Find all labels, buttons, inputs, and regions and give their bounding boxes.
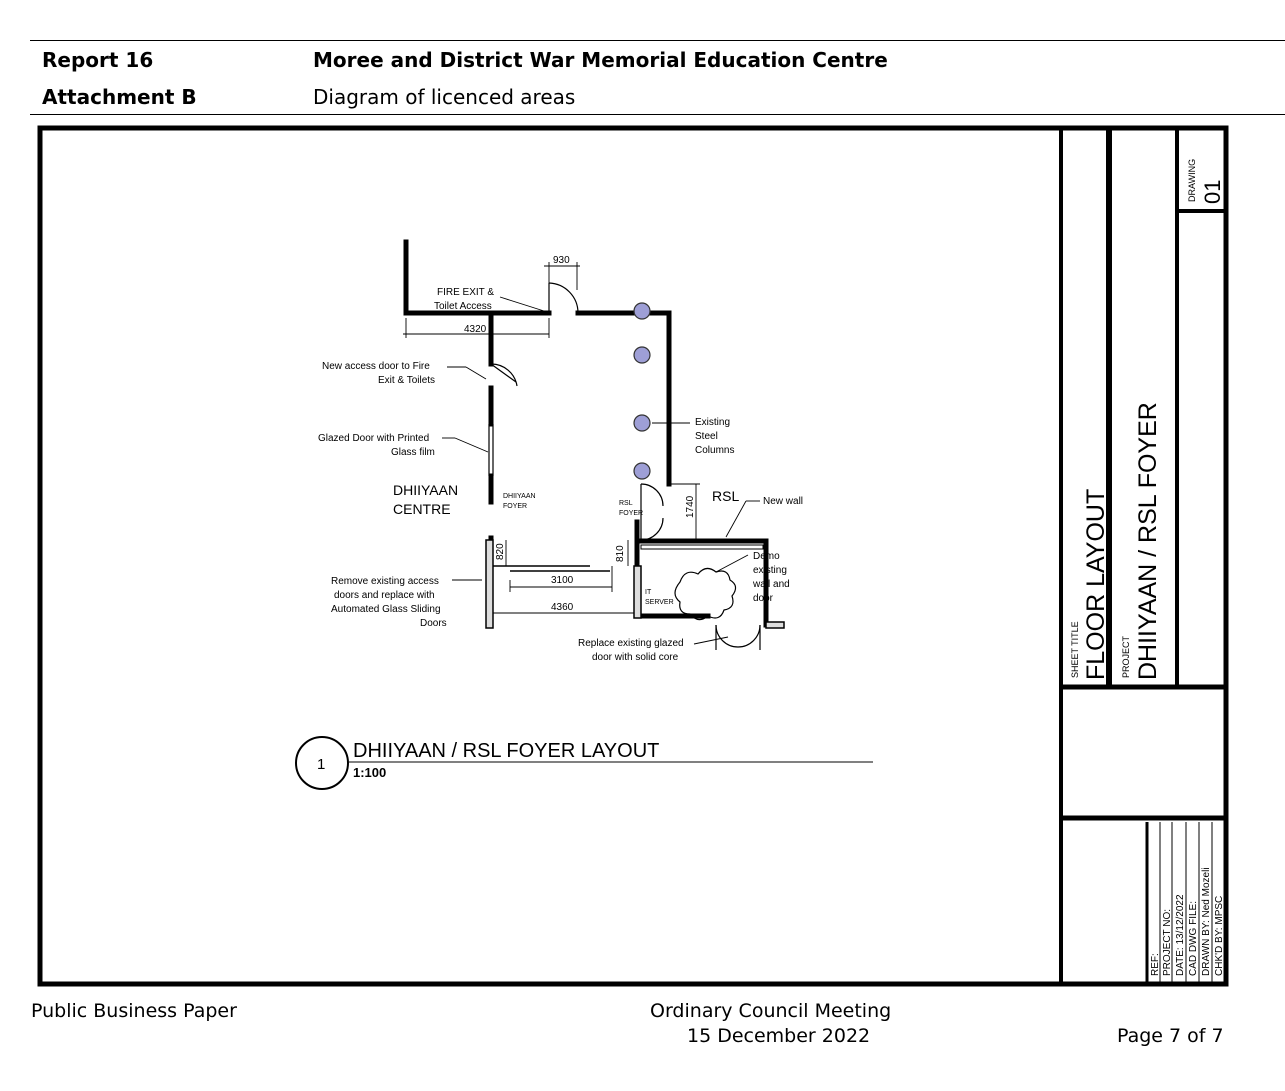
new-door-label-1: New access door to Fire [322,361,430,372]
cad-file-field: CAD DWG FILE: [1188,901,1199,976]
demo-label-4: door [753,593,774,604]
project-no-field: PROJECT NO: [1162,909,1173,976]
date-field: DATE: 13/12/2022 [1175,894,1186,976]
dim-930: 930 [553,255,570,266]
demo-label-1: Demo [753,551,780,562]
new-wall-label: New wall [763,496,803,507]
replace-door-2: door with solid core [592,652,679,663]
dim-4360: 4360 [551,602,574,613]
sheet-title-label: SHEET TITLE [1070,621,1080,678]
hatched-wall-right [765,621,785,629]
fire-exit-label-1: FIRE EXIT & [437,287,494,298]
it-server-1: IT [645,589,652,596]
dhiiyaan-centre-2: CENTRE [393,501,451,517]
dim-820: 820 [495,543,506,560]
callout-number: 1 [317,756,325,773]
columns-label-1: Existing [695,417,730,428]
title-block-grid [1059,126,1226,984]
checked-by-field: CHK'D BY: MPSC [1214,896,1225,976]
remove-doors-4: Doors [420,618,447,629]
doors [488,282,761,650]
project-label: PROJECT [1121,635,1131,678]
drawing-number: 01 [1200,180,1225,204]
fire-exit-label-2: Toilet Access [434,301,492,312]
remove-doors-2: doors and replace with [334,590,435,601]
leader-lines [442,296,760,645]
dim-1740: 1740 [685,495,696,518]
hatched-wall-left [485,539,494,629]
demo-cloud [674,567,737,621]
demo-label-3: wall and [752,579,790,590]
drawing-label: DRAWING [1187,159,1197,202]
dim-4320: 4320 [464,324,487,335]
dhiiyaan-foyer-1: DHIIYAAN [503,493,536,500]
callout-circle [295,736,349,790]
callout-title: DHIIYAAN / RSL FOYER LAYOUT [353,740,659,762]
footer-page: Page 7 of 7 [1117,1025,1224,1047]
hatched-wall-server [633,565,642,619]
ref-field: REF: [1150,953,1161,976]
footer-left: Public Business Paper [31,1000,237,1022]
glazed-door-label-2: Glass film [391,447,435,458]
columns-label-2: Steel [695,431,718,442]
header-top-rule [30,40,1285,41]
attachment-label: Attachment B [42,85,197,109]
dimension-lines [403,262,700,614]
rsl-foyer-2: FOYER [619,510,643,517]
remove-doors-1: Remove existing access [331,576,439,587]
demo-label-2: existing [753,565,787,576]
steel-columns [633,302,651,480]
dhiiyaan-centre-1: DHIIYAAN [393,482,458,498]
new-wall-inner [640,544,764,550]
report-title: Moree and District War Memorial Educatio… [313,48,888,72]
columns-label-3: Columns [695,445,734,456]
dim-810: 810 [615,545,626,562]
sheet-title: FLOOR LAYOUT [1082,489,1110,680]
report-label: Report 16 [42,48,154,72]
glazed-door-label-1: Glazed Door with Printed [318,433,429,444]
drawing-frame [37,125,1229,987]
dhiiyaan-foyer-2: FOYER [503,503,527,510]
new-door-label-2: Exit & Toilets [378,375,435,386]
sliding-door [493,565,610,572]
replace-door-1: Replace existing glazed [578,638,684,649]
callout-scale: 1:100 [353,765,386,780]
drawn-by-field: DRAWN BY: Ned Mozeli [1201,867,1212,976]
dim-3100: 3100 [551,575,574,586]
footer-meeting: Ordinary Council Meeting [650,1000,892,1022]
attachment-title: Diagram of licenced areas [313,85,576,109]
header-bottom-rule [30,114,1285,115]
project-title: DHIIYAAN / RSL FOYER [1134,402,1162,680]
remove-doors-3: Automated Glass Sliding [331,604,441,615]
rsl-label: RSL [712,488,739,504]
it-server-2: SERVER [645,599,674,606]
rsl-foyer-1: RSL [619,500,633,507]
footer-date: 15 December 2022 [687,1025,871,1047]
